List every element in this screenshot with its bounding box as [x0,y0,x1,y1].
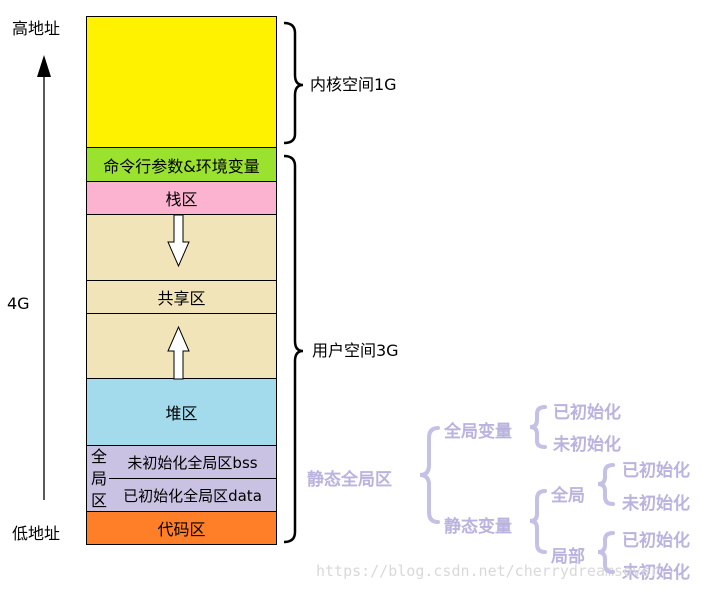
bss-data-divider [109,478,276,479]
kernel-space-label: 内核空间1G [310,75,397,94]
static-local-label: 局部 [551,547,585,567]
heap-grow-up-arrow [167,325,190,380]
stack-segment: 栈区 [86,181,277,215]
code-label: 代码区 [157,520,206,539]
global-variable-label: 全局变量 [444,422,512,442]
global-area-side-label: 全 局 区 [90,447,107,510]
static-local-brace [597,531,615,574]
static-global-initialized-label: 已初始化 [622,461,690,481]
heap-label: 堆区 [165,404,198,423]
total-size-label: 4G [7,294,30,313]
static-global-brace [597,463,615,506]
static-variable-label: 静态变量 [444,517,512,537]
address-arrow [37,55,51,500]
stack-label: 栈区 [165,190,198,209]
root-brace [419,426,440,524]
user-space-label: 用户空间3G [312,341,399,360]
watermark: https://blog.csdn.net/cherrydreamsover [316,562,660,580]
shared-label: 共享区 [157,289,206,308]
static-local-initialized-label: 已初始化 [622,531,690,551]
global-variable-brace [529,405,547,449]
shared-segment: 共享区 [86,280,277,314]
kernel-space-segment [86,16,277,148]
bss-row: 未初始化全局区bss [109,446,276,478]
kernel-space-brace [283,21,304,145]
static-variable-brace [529,489,547,554]
cmdline-env-segment: 命令行参数&环境变量 [86,147,277,182]
cmdline-env-label: 命令行参数&环境变量 [103,156,260,176]
bss-label: 未初始化全局区bss [127,453,258,472]
static-local-uninitialized-label: 未初始化 [622,563,690,583]
data-row: 已初始化全局区data [109,479,276,511]
high-address-label: 高地址 [12,19,61,38]
global-initialized-label: 已初始化 [553,403,621,423]
heap-segment: 堆区 [86,378,277,446]
user-space-brace [283,154,304,544]
code-segment: 代码区 [86,511,277,545]
global-uninitialized-label: 未初始化 [553,435,621,455]
static-global-uninitialized-label: 未初始化 [622,494,690,514]
global-area: 全 局 区 未初始化全局区bss 已初始化全局区data [86,445,277,512]
static-global-label: 全局 [551,486,585,506]
low-address-label: 低地址 [12,524,61,543]
data-label: 已初始化全局区data [123,486,262,505]
static-global-area-label: 静态全局区 [307,470,392,490]
stack-grow-down-arrow [167,214,190,268]
